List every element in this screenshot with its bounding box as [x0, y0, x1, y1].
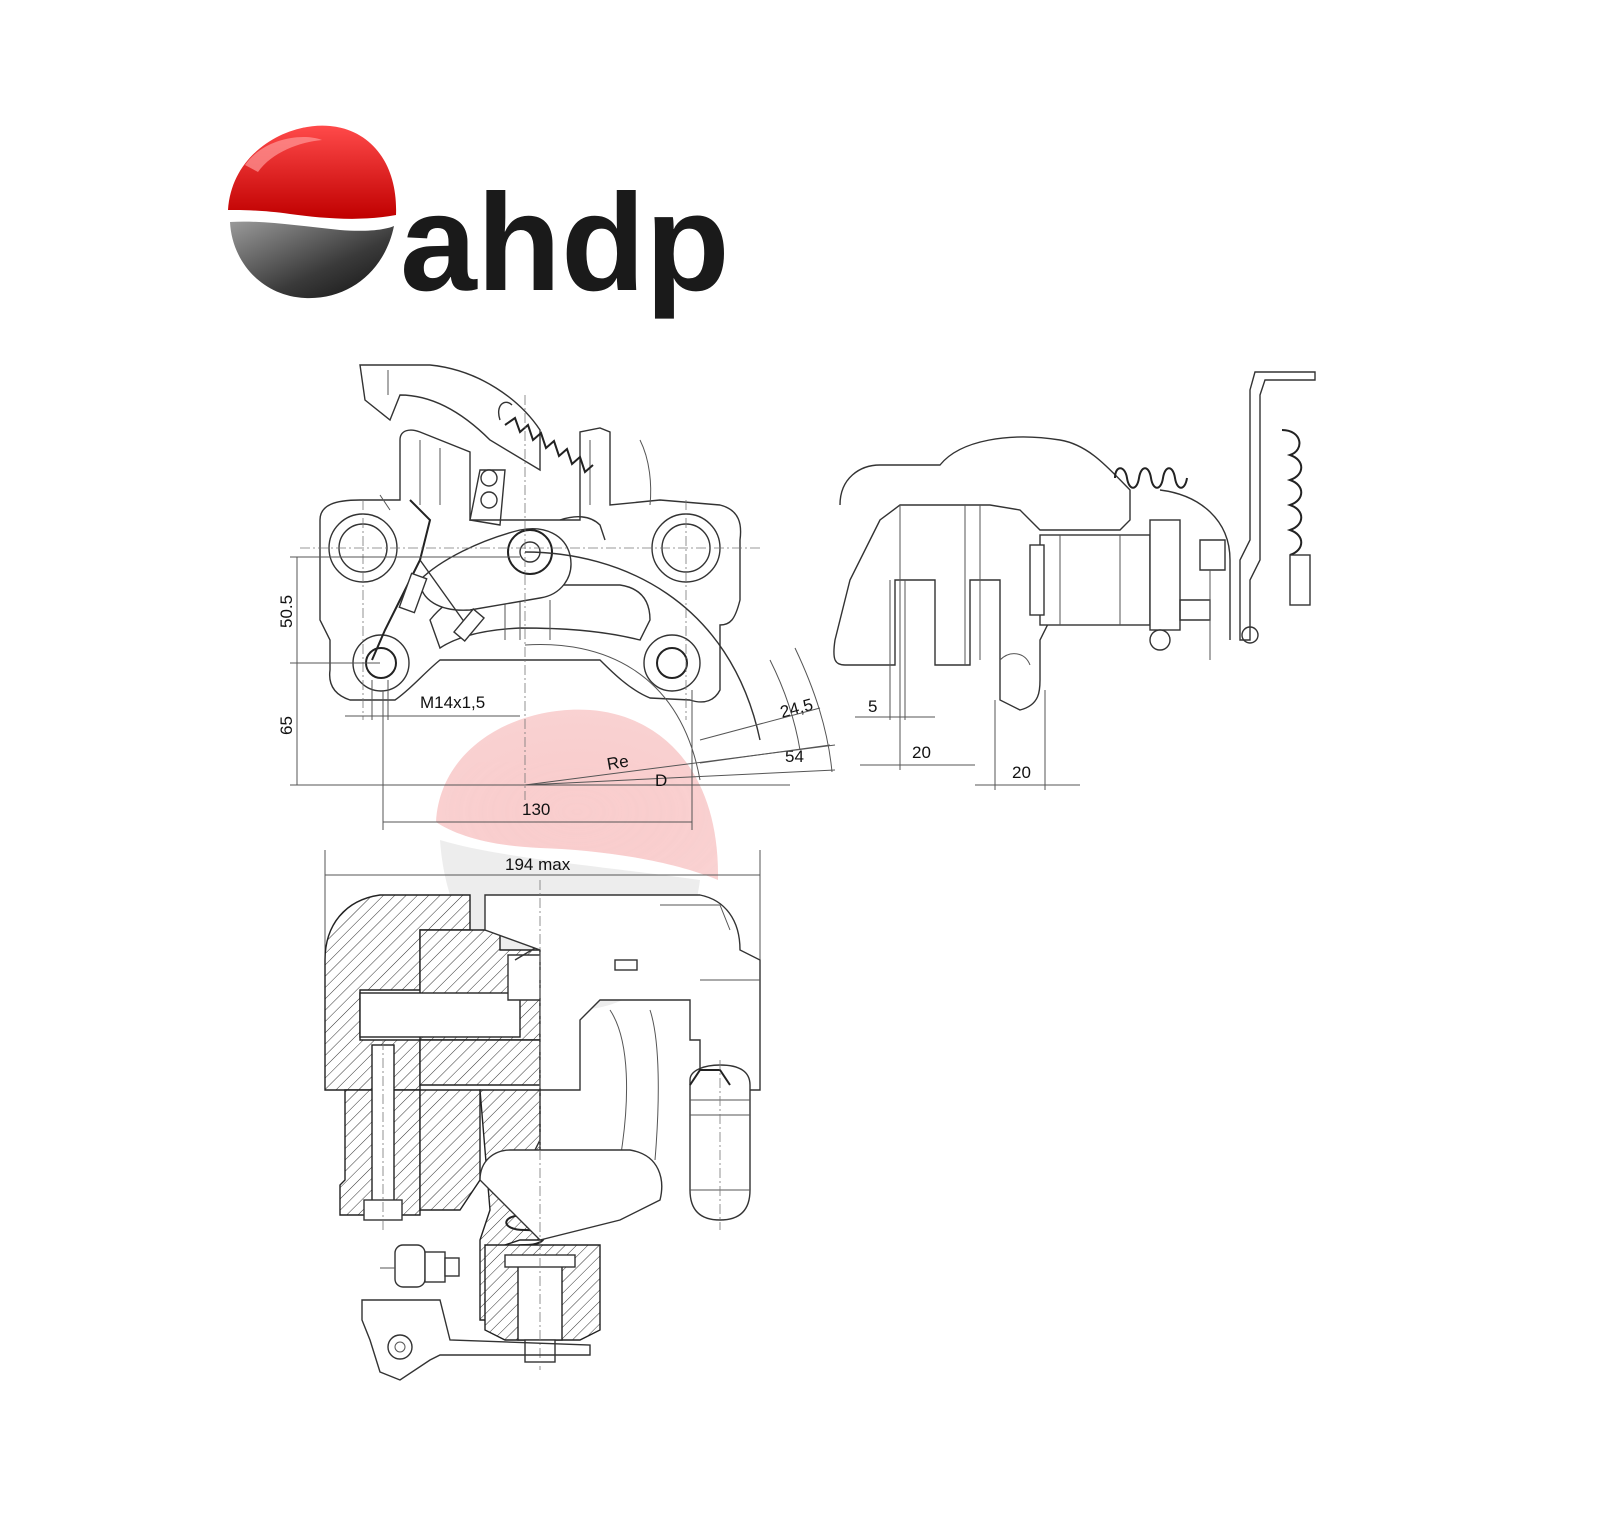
front-view-dimensions: 50.5 65 M14x1,5 130 24,5 54 Re D: [277, 556, 831, 830]
logo-text: ahdp: [400, 166, 730, 320]
section-view: 194 max: [324, 850, 761, 1381]
dim-50-5: 50.5: [277, 595, 296, 628]
dim-54: 54: [785, 747, 804, 766]
sensor-plug-icon: [380, 1244, 460, 1288]
ahdp-logo: ahdp: [228, 125, 730, 320]
dim-130: 130: [522, 800, 550, 819]
front-view: [300, 364, 836, 800]
dim-20b: 20: [1012, 763, 1031, 782]
dim-thread: M14x1,5: [420, 693, 485, 712]
dim-194: 194 max: [505, 855, 571, 874]
spring-icon: [498, 401, 594, 474]
logo-sphere-icon: [228, 125, 397, 299]
side-view: [833, 371, 1316, 711]
dim-re: Re: [605, 751, 630, 773]
side-view-dimensions: 5 20 20: [855, 580, 1080, 790]
dim-d: D: [655, 771, 667, 790]
side-spring-icon: [1114, 467, 1188, 489]
dim-65: 65: [277, 716, 296, 735]
dim-20a: 20: [912, 743, 931, 762]
dim-5: 5: [868, 697, 877, 716]
